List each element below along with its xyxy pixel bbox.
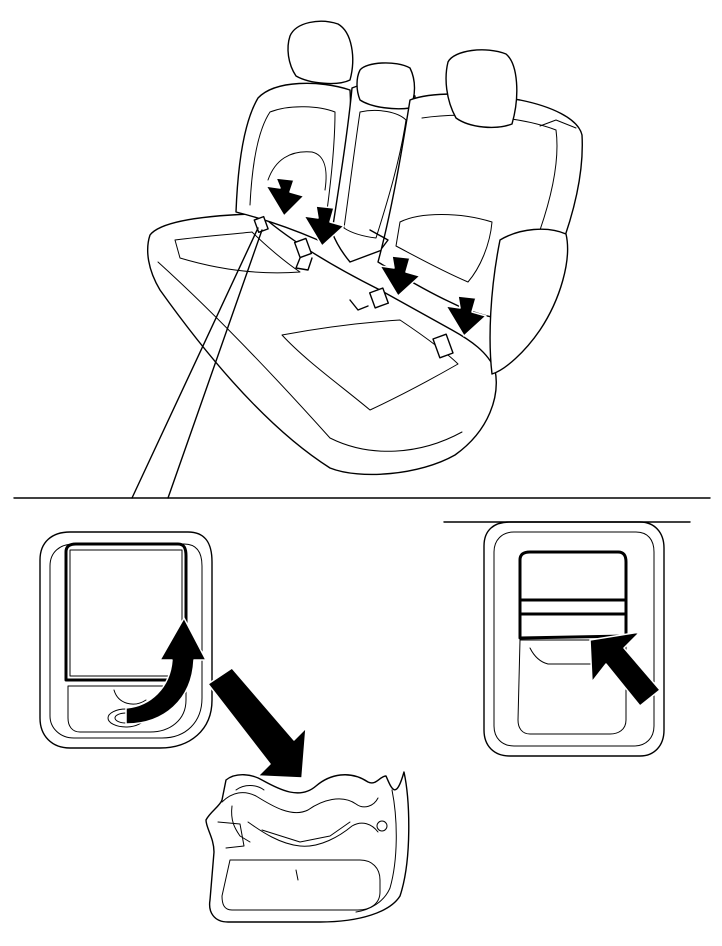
arrow-down-1 — [265, 177, 305, 217]
headrest-right — [445, 49, 518, 129]
headrest-left — [287, 20, 354, 85]
seat-bolster-right — [489, 228, 569, 375]
latch-tab — [518, 550, 628, 640]
buckle-3 — [368, 287, 390, 309]
buckle-4 — [432, 333, 454, 359]
seatbelt-buckle-cover-closeup — [39, 531, 213, 749]
arrow-push-latch — [589, 631, 661, 707]
buckle-cover-removed-illustration — [205, 771, 410, 923]
buckle-cover-plate — [64, 542, 188, 682]
arrow-down-4 — [445, 295, 487, 337]
leader-line-left — [131, 227, 259, 499]
arrow-down-2 — [303, 205, 345, 247]
buckle-2 — [293, 237, 313, 259]
arrow-down-3 — [379, 255, 421, 297]
arrow-curved-up — [125, 617, 207, 725]
leader-line-right — [167, 229, 263, 499]
headrest-center — [356, 62, 416, 110]
arrow-diagonal-down — [207, 667, 307, 779]
latch-anchor-closeup — [483, 521, 665, 757]
rear-seat-illustration — [147, 20, 583, 476]
